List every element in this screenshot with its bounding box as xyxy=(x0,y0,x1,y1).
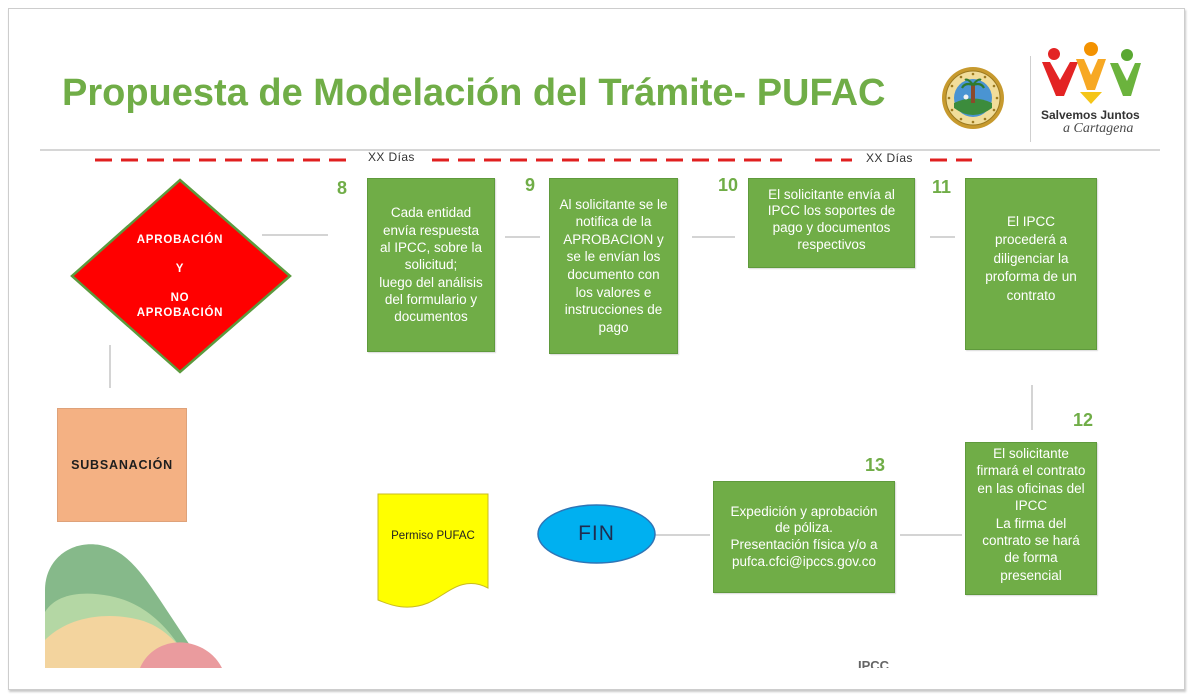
decision-label: APROBACIÓN Y NO APROBACIÓN xyxy=(136,234,224,319)
step-number-10: 10 xyxy=(718,175,739,195)
fin-terminator-shape xyxy=(537,504,656,564)
permit-document-shape xyxy=(377,493,489,608)
slide-canvas: Propuesta de Modelación del Trámite- PUF… xyxy=(40,42,1160,669)
step-text-10: El solicitante envía al IPCC los soporte… xyxy=(767,186,896,252)
diagram-shapes xyxy=(40,149,1160,668)
page-title: Propuesta de Modelación del Trámite- PUF… xyxy=(62,72,886,114)
step-box-12: El solicitante firmará el contrato en la… xyxy=(965,442,1097,595)
step-box-9: Al solicitante se le notifica de la APRO… xyxy=(549,178,678,354)
step-number-8: 8 xyxy=(337,178,348,198)
step-number-9: 9 xyxy=(525,175,536,195)
correction-box: SUBSANACIÓN xyxy=(57,408,187,522)
decision-diamond xyxy=(70,178,292,374)
step-number-12: 12 xyxy=(1073,410,1094,430)
step-box-10: El solicitante envía al IPCC los soporte… xyxy=(748,178,915,268)
correction-label: SUBSANACIÓN xyxy=(71,458,173,472)
fin-terminator-label: FIN xyxy=(578,522,615,545)
logo-divider xyxy=(1030,56,1031,142)
people-figures-icon xyxy=(1042,42,1141,104)
step-text-13: Expedición y aprobación de póliza. Prese… xyxy=(730,503,878,569)
step-text-8: Cada entidad envía respuesta al IPCC, so… xyxy=(379,205,483,325)
permit-document-label: Permiso PUFAC xyxy=(391,530,475,542)
step-box-8: Cada entidad envía respuesta al IPCC, so… xyxy=(367,178,495,352)
step-box-11: El IPCC procederá a diligenciar la profo… xyxy=(965,178,1097,350)
step-number-11: 11 xyxy=(932,177,952,197)
partner-logo-line1: Salvemos Juntos xyxy=(1041,108,1140,122)
step-number-13: 13 xyxy=(865,455,886,475)
step-text-9: Al solicitante se le notifica de la APRO… xyxy=(559,196,668,335)
decor-shape-pink xyxy=(140,642,222,668)
timeline-label-1: XX Días xyxy=(368,150,415,164)
timeline-label-2: XX Días xyxy=(866,151,913,165)
step-box-13: Expedición y aprobación de póliza. Prese… xyxy=(713,481,895,593)
partner-logo-line2: a Cartagena xyxy=(1063,121,1134,136)
step-text-12: El solicitante firmará el contrato en la… xyxy=(976,445,1086,583)
city-seal-icon xyxy=(942,67,1004,129)
footer-text: IPCC xyxy=(858,658,890,669)
step-text-11: El IPCC procederá a diligenciar la profo… xyxy=(985,213,1077,303)
